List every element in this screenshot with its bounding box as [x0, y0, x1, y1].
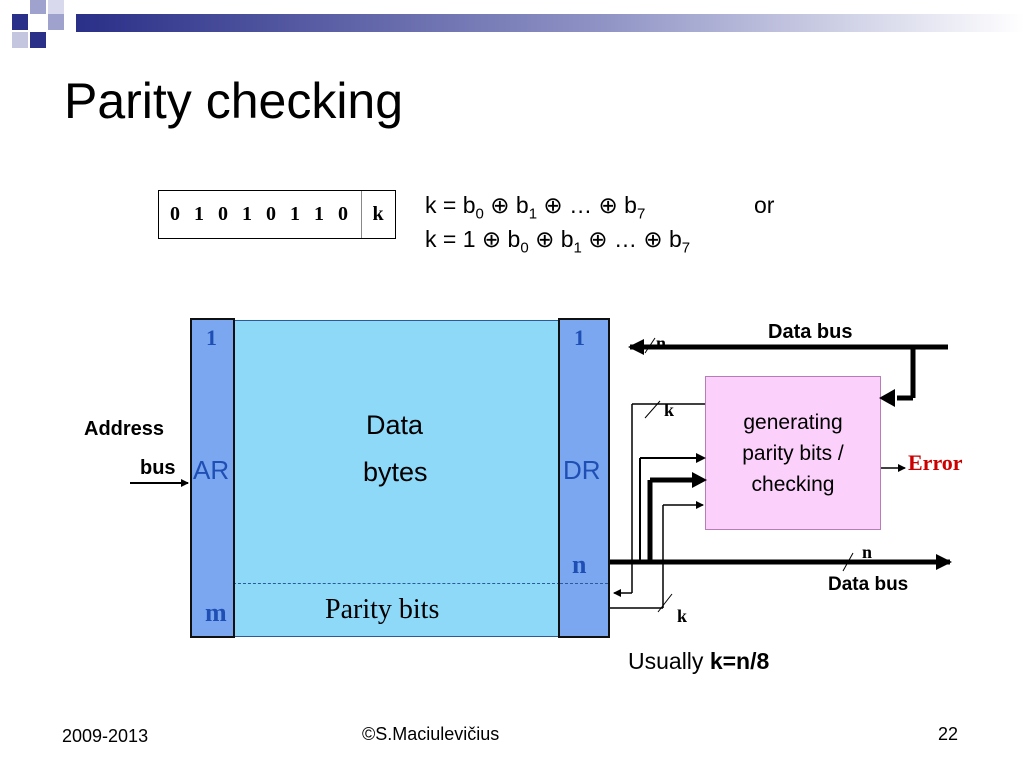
bottom-bus-width: n [862, 542, 873, 562]
bit-cell: 1 [242, 203, 252, 225]
subscript: 7 [636, 205, 646, 223]
ar-label: AR [193, 455, 230, 485]
bit-cell: 0 [338, 203, 348, 225]
slide-decoration [12, 0, 1024, 48]
address-register [190, 318, 235, 638]
bit-cell: 0 [218, 203, 228, 225]
generator-text: generating parity bits / checking [705, 407, 881, 500]
formula-text: k = b [425, 192, 476, 218]
slide-number: 22 [938, 724, 959, 744]
formula-text: ⊕ … ⊕ b [537, 192, 637, 218]
formula-text: ⊕ … ⊕ b [581, 226, 682, 252]
formula-text: ⊕ b [528, 226, 574, 252]
data-bus-bottom-label: Data bus [828, 574, 909, 595]
ar-top-index: 1 [206, 325, 217, 350]
bus-label: bus [140, 457, 176, 479]
subscript: 1 [573, 239, 582, 257]
generator-line: parity bits / [742, 442, 844, 465]
parity-divider [233, 583, 560, 584]
dr-width-label: n [572, 550, 587, 579]
table-divider [361, 191, 362, 238]
parity-generator-box [705, 376, 881, 530]
data-label: Data [366, 410, 424, 440]
bit-cell: 1 [290, 203, 300, 225]
parity-formula-1: k = b0 ⊕ b1 ⊕ … ⊕ b7 [425, 192, 645, 223]
ar-bottom-index: m [205, 598, 227, 627]
memory-array [233, 320, 560, 637]
data-register [558, 318, 610, 638]
bus-slash [657, 593, 673, 613]
dr-label: DR [563, 455, 601, 485]
parity-bits-label: Parity bits [325, 594, 440, 625]
footer-years: 2009-2013 [62, 726, 149, 746]
bit-cell: 1 [314, 203, 324, 225]
subscript: 0 [475, 205, 484, 223]
formula-text: ⊕ b [483, 192, 529, 218]
subscript: 1 [528, 205, 538, 223]
address-label: Address [84, 418, 165, 440]
slide-title: Parity checking [64, 73, 404, 129]
note-text: Usually [628, 648, 710, 674]
top-k-width: k [664, 400, 675, 420]
error-label: Error [908, 450, 963, 475]
bytes-label: bytes [363, 457, 428, 487]
dr-top-index: 1 [574, 325, 585, 350]
bit-cell: 0 [266, 203, 276, 225]
top-bus-width: n [656, 333, 667, 353]
bit-cell: 1 [194, 203, 204, 225]
check-path-arrowhead [692, 472, 707, 488]
dr-link-arrowhead [696, 453, 706, 463]
bus-slash [644, 400, 661, 419]
parity-bit-cell: k [372, 203, 384, 225]
parity-formula-2: k = 1 ⊕ b0 ⊕ b1 ⊕ … ⊕ b7 [425, 226, 690, 257]
formula-or: or [754, 192, 775, 218]
parity-bit-table: 0 1 0 1 0 1 1 0 k [158, 190, 396, 239]
dr-parity-divider [560, 583, 608, 584]
data-bus-top-label: Data bus [768, 321, 853, 343]
branch-arrowhead [879, 389, 895, 407]
footer-author: ©S.Maciulevičius [362, 724, 500, 744]
usually-note: Usually k=n/8 [628, 648, 769, 675]
bottom-k-width: k [677, 606, 688, 626]
bus-slash [644, 337, 656, 354]
generator-line: checking [751, 473, 835, 496]
formula-text: k = 1 ⊕ b [425, 226, 521, 252]
subscript: 7 [681, 239, 691, 257]
bit-cell: 0 [170, 203, 180, 225]
note-formula: k=n/8 [709, 648, 770, 674]
generator-line: generating [743, 411, 843, 434]
bus-slash [842, 552, 854, 572]
subscript: 0 [520, 239, 529, 257]
